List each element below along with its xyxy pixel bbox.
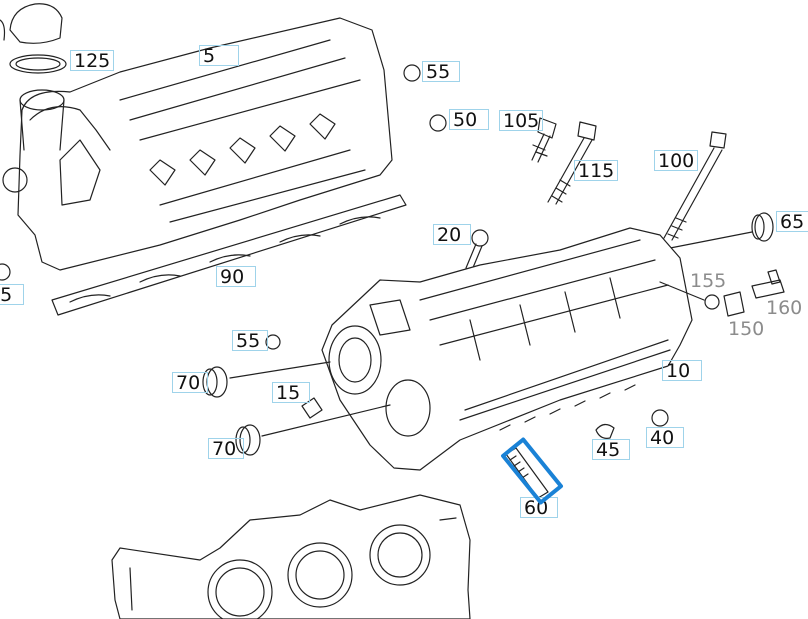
callout-65[interactable]: 65 bbox=[776, 211, 808, 233]
callout-90[interactable]: 90 bbox=[216, 266, 256, 288]
bolt-20 bbox=[465, 229, 489, 271]
washer-40 bbox=[651, 409, 669, 427]
callout-10[interactable]: 10 bbox=[662, 360, 702, 382]
washer-50 bbox=[429, 114, 447, 132]
callout-5[interactable]: 5 bbox=[199, 45, 239, 67]
callout-55[interactable]: 55 bbox=[422, 61, 460, 83]
callout-15[interactable]: 15 bbox=[272, 382, 310, 404]
cap-part bbox=[9, 3, 63, 44]
callout-115[interactable]: 115 bbox=[574, 160, 618, 182]
callout-155[interactable]: 155 bbox=[690, 270, 727, 292]
seal-ring-125 bbox=[9, 54, 67, 74]
callout-55-lower[interactable]: 55 bbox=[232, 330, 268, 352]
clip-45 bbox=[595, 423, 615, 439]
callout-160[interactable]: 160 bbox=[766, 297, 803, 319]
callout-70-lower[interactable]: 70 bbox=[208, 438, 244, 460]
sleeve-15 bbox=[301, 397, 323, 419]
callout-125[interactable]: 125 bbox=[70, 50, 114, 72]
bolt-100 bbox=[663, 131, 727, 241]
callout-70-upper[interactable]: 70 bbox=[172, 372, 208, 394]
callout-45[interactable]: 45 bbox=[592, 439, 630, 461]
lower-gasket bbox=[111, 494, 471, 619]
callout-60[interactable]: 60 bbox=[520, 497, 558, 519]
stud-60 bbox=[505, 447, 549, 499]
callout-50[interactable]: 50 bbox=[449, 109, 489, 131]
callout-20[interactable]: 20 bbox=[433, 224, 471, 246]
callout-150[interactable]: 150 bbox=[728, 318, 765, 340]
callout-105[interactable]: 105 bbox=[499, 110, 543, 132]
cylinder-head-upper bbox=[17, 17, 393, 271]
plug-150 bbox=[723, 291, 745, 317]
callout-40[interactable]: 40 bbox=[646, 427, 684, 449]
washer-55b bbox=[265, 334, 281, 350]
cylinder-head-main bbox=[321, 227, 693, 471]
callout-100[interactable]: 100 bbox=[654, 150, 698, 172]
washer-55a bbox=[403, 64, 421, 82]
callout-25[interactable]: 25 bbox=[0, 284, 24, 306]
head-gasket-90 bbox=[51, 194, 407, 316]
